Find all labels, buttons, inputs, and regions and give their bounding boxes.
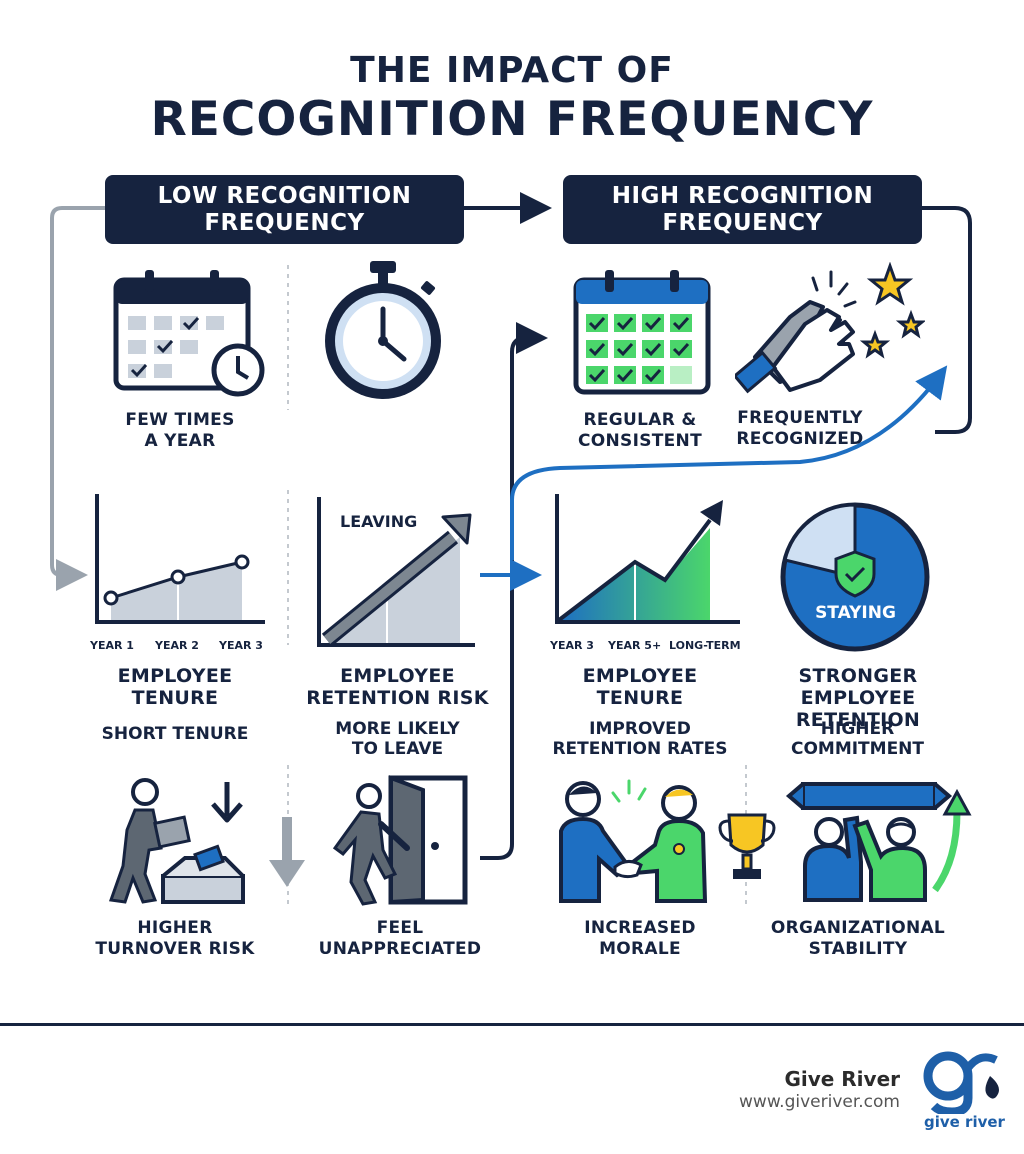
organizational-stability-label: ORGANIZATIONAL STABILITY (760, 918, 956, 960)
low-retention-risk-label: EMPLOYEE RETENTION RISK (300, 665, 495, 709)
more-likely-label: MORE LIKELY TO LEAVE (300, 719, 495, 759)
star-icon (895, 309, 925, 339)
regular-line-1: REGULAR & (583, 410, 697, 430)
clapping-hands-icon (735, 262, 925, 394)
stronger-line-2: EMPLOYEE RETENTION (795, 687, 921, 731)
high-header-line-1: HIGH RECOGNITION (611, 183, 874, 209)
tick-label: LONG-TERM (669, 639, 741, 652)
stronger-line-1: STRONGER (798, 665, 918, 687)
stability-line-2: STABILITY (808, 939, 908, 959)
higher-commitment-line-2: COMMITMENT (790, 739, 925, 759)
few-times-line-1: FEW TIMES (125, 410, 235, 430)
higher-commitment-line-1: HIGHER (820, 719, 895, 739)
low-retention-risk-chart (317, 497, 475, 647)
regular-consistent-label: REGULAR & CONSISTENT (560, 410, 720, 452)
improved-retention-label: IMPROVED RETENTION RATES (540, 719, 740, 759)
high-tenure-line-1: EMPLOYEE (582, 665, 698, 687)
footer-url[interactable]: www.giveriver.com (739, 1092, 900, 1112)
few-times-label: FEW TIMES A YEAR (100, 410, 260, 452)
tick-label: YEAR 3 (550, 639, 594, 652)
morale-line-1: INCREASED (584, 918, 696, 938)
chart-point (234, 554, 250, 570)
risk-line-1: EMPLOYEE (340, 665, 455, 687)
improved-line-1: IMPROVED (589, 719, 691, 739)
title-line-2: RECOGNITION FREQUENCY (150, 92, 874, 147)
low-tenure-label: EMPLOYEE TENURE (85, 665, 265, 709)
title-line-1: THE IMPACT OF (350, 50, 674, 91)
staying-pie-chart (780, 502, 930, 652)
low-tenure-line-1: EMPLOYEE (117, 665, 233, 687)
high-frequency-header: HIGH RECOGNITION FREQUENCY (563, 175, 922, 244)
high-tenure-label: EMPLOYEE TENURE (550, 665, 730, 709)
morale-line-2: MORALE (599, 939, 681, 959)
chart-point (103, 590, 119, 606)
turnover-line-2: TURNOVER RISK (95, 939, 255, 959)
logo-text: give river (924, 1113, 1005, 1131)
footer-divider (0, 1023, 1024, 1026)
flow-connectors (50, 192, 972, 905)
star-icon (859, 329, 891, 359)
frequently-recognized-label: FREQUENTLY RECOGNIZED (720, 408, 880, 450)
low-tenure-chart (95, 494, 265, 624)
more-likely-line-2: TO LEAVE (351, 739, 444, 759)
stronger-retention-label: STRONGER EMPLOYEE RETENTION (740, 665, 976, 731)
mover-box-icon (108, 778, 245, 904)
higher-turnover-label: HIGHER TURNOVER RISK (85, 918, 265, 960)
footer-brand: Give River (784, 1067, 900, 1091)
frequently-line-2: RECOGNIZED (736, 429, 864, 449)
chart-point (170, 569, 186, 585)
more-likely-line-1: MORE LIKELY (335, 719, 460, 739)
tick-label: YEAR 5+ (608, 639, 662, 652)
celebration-icon (785, 782, 972, 902)
trophy-icon (718, 813, 776, 879)
shield-check-icon (834, 550, 876, 598)
give-river-logo (923, 1051, 999, 1114)
few-times-line-2: A YEAR (144, 431, 216, 451)
tick-label: YEAR 3 (219, 639, 263, 652)
improved-line-2: RETENTION RATES (552, 739, 728, 759)
short-tenure-label: SHORT TENURE (101, 724, 249, 744)
calendar-checked-icon (573, 270, 711, 395)
tick-label: YEAR 2 (155, 639, 199, 652)
leaving-label: LEAVING (340, 512, 418, 531)
low-header-line-1: LOW RECOGNITION (157, 183, 412, 209)
handshake-icon (559, 779, 776, 903)
low-tenure-line-2: TENURE (131, 687, 219, 709)
staying-label: STAYING (815, 603, 896, 623)
high-header-line-2: FREQUENCY (662, 210, 823, 236)
star-icon (866, 262, 914, 306)
unappreciated-line-2: UNAPPRECIATED (318, 939, 482, 959)
risk-line-2: RETENTION RISK (306, 687, 489, 709)
calendar-icon (113, 270, 265, 397)
higher-commitment-label: HIGHER COMMITMENT (770, 719, 945, 759)
regular-line-2: CONSISTENT (577, 431, 702, 451)
high-tenure-chart (555, 494, 740, 624)
increased-morale-label: INCREASED MORALE (560, 918, 720, 960)
unappreciated-line-1: FEEL (376, 918, 424, 938)
tick-label: YEAR 1 (90, 639, 134, 652)
turnover-line-1: HIGHER (137, 918, 213, 938)
down-arrow-icon (269, 817, 305, 887)
door-exit-icon (332, 775, 468, 906)
stability-line-1: ORGANIZATIONAL (770, 918, 946, 938)
high-tenure-line-2: TENURE (596, 687, 684, 709)
low-header-line-2: FREQUENCY (204, 210, 365, 236)
frequently-line-1: FREQUENTLY (737, 408, 863, 428)
feel-unappreciated-label: FEEL UNAPPRECIATED (305, 918, 495, 960)
stopwatch-icon (325, 261, 441, 399)
low-frequency-header: LOW RECOGNITION FREQUENCY (105, 175, 464, 244)
